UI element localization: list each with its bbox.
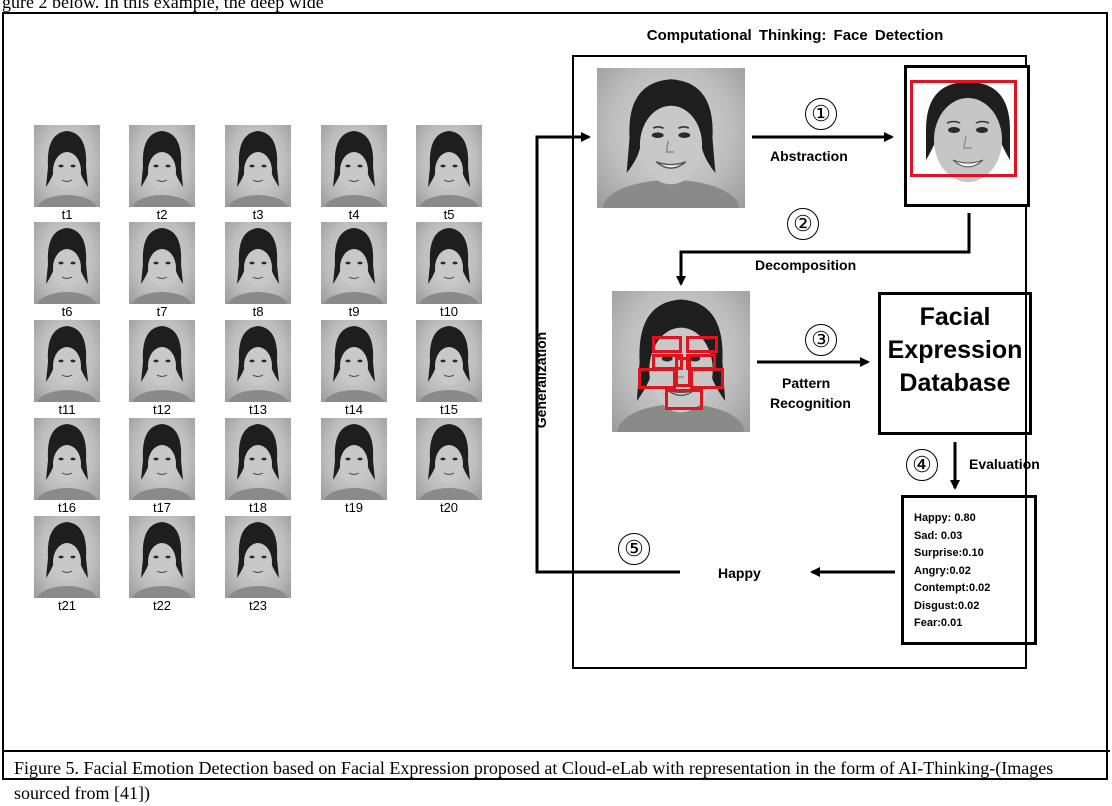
score-happy: Happy: 0.80 [914,512,976,524]
decomposition-label: Decomposition [755,257,857,273]
thumbnail-label: t14 [344,402,364,417]
database-line-2: Expression [887,336,1023,364]
face-detection-box [910,80,1017,177]
expression-thumbnail [416,222,482,304]
step-2-marker: ② [787,208,819,240]
input-face-photo [597,68,745,208]
step-4-marker: ④ [906,449,938,481]
thumbnail-label: t19 [344,500,364,515]
database-line-1: Facial [919,303,991,331]
expression-thumbnail [129,222,195,304]
feature-box-mouth [665,389,703,410]
database-line-3: Database [899,369,1011,397]
expression-thumbnail [129,125,195,207]
thumbnail-label: t9 [348,304,360,319]
thumbnail-label: t20 [439,500,459,515]
thumbnail-label: t13 [248,402,268,417]
abstraction-label: Abstraction [770,148,848,164]
thumbnail-label: t8 [252,304,264,319]
expression-thumbnail [34,125,100,207]
evaluation-label: Evaluation [969,456,1040,472]
thumbnail-label: t7 [156,304,168,319]
thumbnail-label: t16 [57,500,77,515]
facial-expression-database-box: Facial Expression Database [878,292,1032,435]
expression-thumbnail [321,320,387,402]
thumbnail-label: t2 [156,207,168,222]
expression-thumbnail [129,516,195,598]
feature-box-left-cheek [638,368,676,389]
thumbnail-label: t21 [57,598,77,613]
caption-divider [4,750,1110,752]
thumbnail-label: t23 [248,598,268,613]
score-fear: Fear:0.01 [914,617,963,629]
step-3-marker: ③ [805,324,837,356]
cropped-face-panel [904,65,1030,207]
expression-thumbnail [225,222,291,304]
expression-thumbnail [416,418,482,500]
expression-thumbnail [416,320,482,402]
pattern-label-line1: Pattern [782,375,831,391]
feature-box-left-brow [652,336,682,353]
preceding-body-text: gure 2 below. In this example, the deep … [2,0,324,12]
thumbnail-label: t10 [439,304,459,319]
thumbnail-label: t22 [152,598,172,613]
diagram-title: Computational Thinking: Face Detection [646,27,944,44]
thumbnail-label: t4 [348,207,360,222]
thumbnail-label: t18 [248,500,268,515]
score-sad: Sad: 0.03 [914,529,963,542]
score-angry: Angry:0.02 [914,564,971,577]
expression-thumbnail [225,418,291,500]
expression-thumbnail [34,516,100,598]
thumbnail-label: t3 [252,207,264,222]
expression-thumbnail [321,222,387,304]
expression-thumbnail [321,125,387,207]
expression-thumbnail [34,418,100,500]
score-disgust: Disgust:0.02 [914,599,980,612]
feature-box-right-brow [686,336,718,353]
result-label: Happy [718,565,761,581]
score-surprise: Surprise:0.10 [914,547,984,559]
cropped-face-photo [918,80,1018,188]
thumbnail-label: t5 [443,207,455,222]
flow-arrows [535,132,971,577]
score-contempt: Contempt:0.02 [914,582,991,594]
step-5-marker: ⑤ [618,533,650,565]
thumbnail-label: t15 [439,402,459,417]
thumbnail-label: t12 [152,402,172,417]
pattern-label-line2: Recognition [770,395,851,411]
expression-thumbnail [34,320,100,402]
generalization-label: Generalization [533,331,549,429]
generalization-arrow [535,132,680,574]
thumbnail-label: t17 [152,500,172,515]
feature-box-nose [675,357,691,387]
thumbnail-label: t6 [61,304,73,319]
diagram-box [572,55,1027,669]
expression-thumbnail [129,320,195,402]
expression-thumbnail [225,516,291,598]
expression-thumbnail [321,418,387,500]
expression-thumbnail [225,125,291,207]
thumbnail-label: t11 [58,402,76,417]
expression-thumbnail [416,125,482,207]
figure-caption: Figure 5. Facial Emotion Detection based… [14,758,1054,803]
expression-thumbnail [34,222,100,304]
thumbnail-label: t1 [61,207,73,222]
expression-thumbnail [225,320,291,402]
figure-frame [2,12,1110,780]
feature-box-right-cheek [690,368,724,389]
emotion-scores-box: Happy: 0.80 Sad: 0.03 Surprise:0.10 Angr… [901,495,1037,645]
decomposition-arrow [676,213,971,286]
step-1-marker: ① [805,98,837,130]
expression-thumbnail [129,418,195,500]
